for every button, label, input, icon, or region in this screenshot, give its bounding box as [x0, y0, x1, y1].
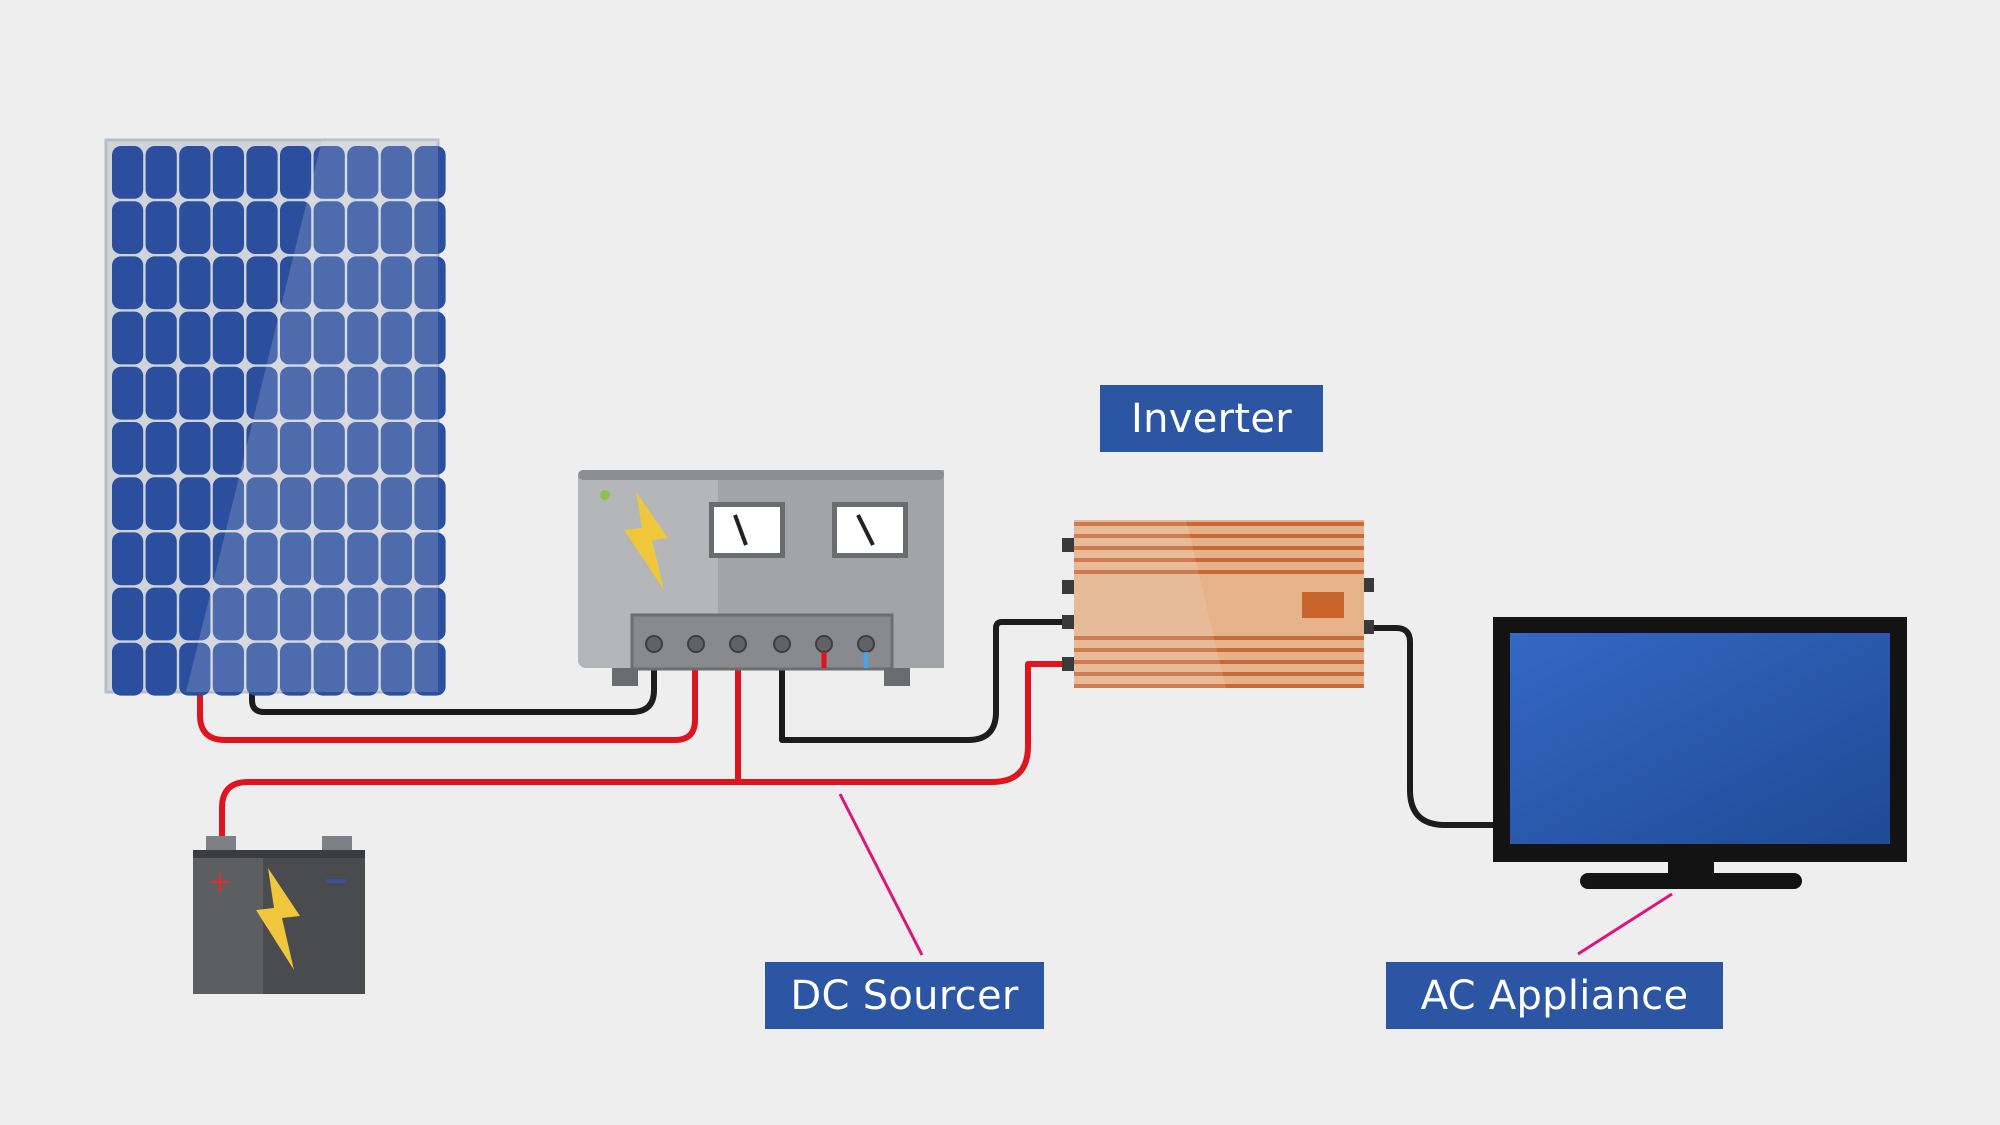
tv-icon: [1493, 617, 1907, 889]
wire-controller-negative: [779, 619, 1075, 743]
wire-battery-positive: [219, 661, 1075, 838]
leader-ac: [1577, 892, 1673, 956]
inverter-icon: [1062, 520, 1374, 688]
svg-text:+: +: [207, 865, 232, 900]
wire-inverter-output: [1367, 625, 1501, 828]
label-ac-appliance: AC Appliance: [1386, 962, 1723, 1029]
label-dc-source: DC Sourcer: [765, 962, 1044, 1029]
leader-dc: [838, 793, 924, 956]
wire-panel-positive: [197, 642, 698, 743]
solar-panel-icon: [104, 138, 446, 696]
wires: [197, 619, 1501, 838]
label-inverter: Inverter: [1100, 385, 1323, 452]
leader-lines: [838, 793, 1673, 956]
charge-controller-icon: [578, 470, 944, 686]
wire-panel-negative: [249, 642, 657, 715]
battery-icon: +: [193, 836, 365, 994]
